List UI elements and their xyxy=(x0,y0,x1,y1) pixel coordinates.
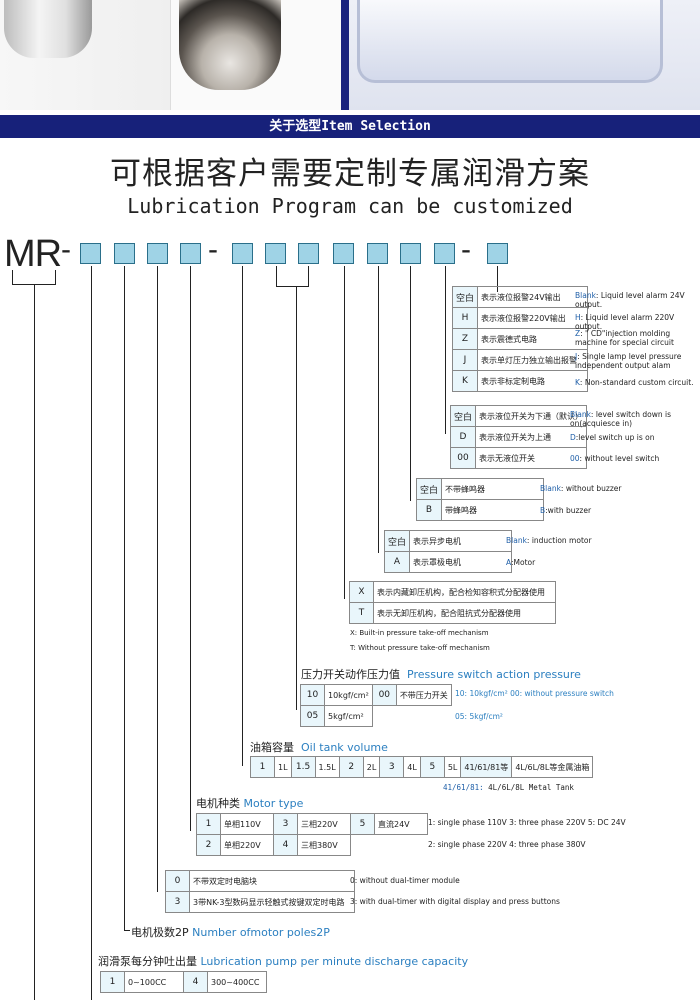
tank-title: 油箱容量 Oil tank volume xyxy=(250,741,388,754)
code-box-4 xyxy=(180,243,201,264)
level-legend-2: 00: without level switch xyxy=(570,454,660,463)
model-dash-1: - xyxy=(61,233,71,266)
model-prefix: MR xyxy=(4,233,62,275)
tank-legend: 41/61/81: 4L/6L/8L Metal Tank xyxy=(443,783,574,792)
alarm-legend-0: Blank: Liquid level alarm 24V output. xyxy=(575,291,685,309)
alarm-legend-1: H: Liquid level alarm 220V output. xyxy=(575,313,675,331)
mechanism-note-x: X: Built-in pressure take-off mechanism xyxy=(350,629,489,637)
photo-divider xyxy=(341,0,349,110)
pressure-legend-2: 05: 5kgf/cm² xyxy=(455,712,503,721)
buzzer-legend-0: Blank: without buzzer xyxy=(540,484,622,493)
code-box-1 xyxy=(80,243,101,264)
timer-legend-0: 0: without dual-timer module xyxy=(350,876,460,885)
model-dash-3: - xyxy=(461,233,471,266)
code-box-6 xyxy=(265,243,286,264)
discharge-title: 润滑泵每分钟吐出量 Lubrication pump per minute di… xyxy=(98,955,469,968)
code-box-2 xyxy=(114,243,135,264)
poles-title: 电机极数2P Number ofmotor poles2P xyxy=(131,926,330,939)
model-dash-2: - xyxy=(208,233,218,266)
alarm-legend-4: K: Non-standard custom circuit. xyxy=(575,378,694,387)
code-box-8 xyxy=(333,243,354,264)
motor-type-title: 电机种类 Motor type xyxy=(196,797,304,810)
code-box-11 xyxy=(434,243,455,264)
section-banner: 关于选型Item Selection xyxy=(0,115,700,138)
pressure-legend: 10: 10kgf/cm² 00: without pressure switc… xyxy=(455,689,614,698)
heading-chinese: 可根据客户需要定制专属润滑方案 xyxy=(110,156,590,192)
alarm-legend-2: Z: " CD"injection molding machine for sp… xyxy=(575,329,674,347)
level-legend-0: Blank: level switch down is on(acquiesce… xyxy=(570,410,671,428)
motor-type-legend-2: 2: single phase 220V 4: three phase 380V xyxy=(428,840,586,849)
product-photo-tank xyxy=(349,0,700,110)
timer-legend-1: 3: with dual-timer with digital display … xyxy=(350,897,560,906)
product-photo-pump xyxy=(171,0,341,110)
alarm-legend-3: J: Single lamp level pressure independen… xyxy=(575,352,682,370)
motor-kind-legend-0: Blank: induction motor xyxy=(506,536,592,545)
code-box-10 xyxy=(400,243,421,264)
motor-kind-legend-1: A:Motor xyxy=(506,558,536,567)
code-box-5 xyxy=(232,243,253,264)
pressure-title: 压力开关动作压力值 Pressure switch action pressur… xyxy=(301,668,581,681)
level-legend-1: D:level switch up is on xyxy=(570,433,655,442)
code-box-7 xyxy=(298,243,319,264)
motor-type-legend-1: 1: single phase 110V 3: three phase 220V… xyxy=(428,818,626,827)
code-box-9 xyxy=(367,243,388,264)
code-box-3 xyxy=(147,243,168,264)
product-photo-cylinder xyxy=(0,0,171,110)
code-box-12 xyxy=(487,243,508,264)
mechanism-note-t: T: Without pressure take-off mechanism xyxy=(350,644,490,652)
heading-english: Lubrication Program can be customized xyxy=(127,194,573,218)
product-photo-strip xyxy=(0,0,700,110)
buzzer-legend-1: B:with buzzer xyxy=(540,506,592,515)
